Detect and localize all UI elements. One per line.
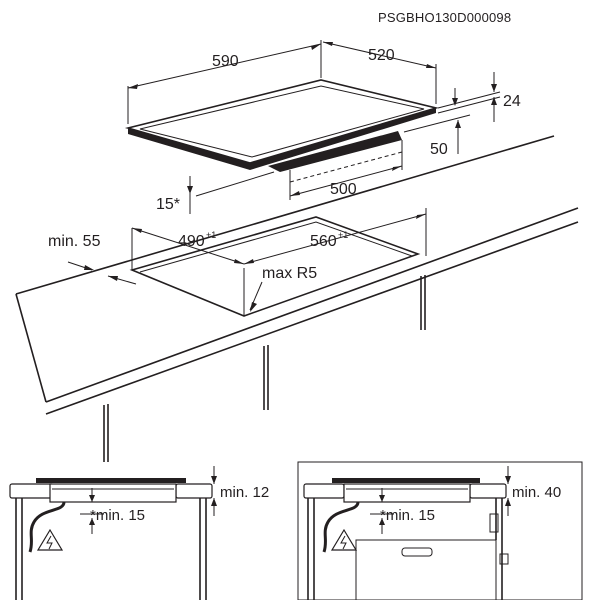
worktop-back-edge xyxy=(15,135,555,295)
right-top-gap-label: min. 40 xyxy=(512,484,561,501)
dim-right-bottom: *min. 15 xyxy=(370,488,435,534)
dim-left-bottom: *min. 15 xyxy=(80,488,145,534)
document-code: PSGBHO130D000098 xyxy=(378,10,511,25)
dim-left-top: min. 12 xyxy=(211,466,269,516)
hob-box-shadow xyxy=(268,131,402,172)
dim-min-55: min. 55 xyxy=(48,228,137,285)
dim-hob-depth: 520 xyxy=(322,41,437,104)
hob-box-left xyxy=(49,483,177,503)
power-cable-left xyxy=(28,501,66,553)
cutout-depth-tolerance: +1 xyxy=(206,230,216,240)
hob-glass-right xyxy=(332,478,480,483)
cutout-outline xyxy=(129,216,421,317)
box-height-label: 50 xyxy=(430,141,448,158)
oven-body xyxy=(355,539,497,600)
detail-right-frame xyxy=(297,461,583,600)
side-bracket xyxy=(489,513,499,533)
oven-handle xyxy=(401,547,433,557)
hob-width-label: 590 xyxy=(212,53,239,70)
electric-hazard-icon xyxy=(36,528,64,551)
power-cable-right xyxy=(322,501,360,553)
dim-right-top: min. 40 xyxy=(505,466,561,516)
cutout-inner xyxy=(139,221,413,273)
box-dashed xyxy=(289,151,403,183)
hob-height-label: 24 xyxy=(503,93,521,110)
right-bottom-gap-label: *min. 15 xyxy=(380,507,435,524)
worktop-front-top xyxy=(45,207,579,403)
dim-cutout-depth: 490 +1 xyxy=(131,227,245,265)
worktop-left-block xyxy=(9,483,55,499)
worktop-right-block xyxy=(175,483,213,499)
box-width-label: 500 xyxy=(330,181,357,198)
min-edge-label: 15* xyxy=(156,196,180,213)
min-front-gap-label: min. 55 xyxy=(48,233,101,250)
dim-radius: max R5 xyxy=(249,265,317,312)
dim-min-15: 15* xyxy=(156,176,193,214)
hob-top-surface xyxy=(124,79,440,164)
dim-hob-width: 590 xyxy=(127,40,322,124)
electric-hazard-icon xyxy=(330,528,358,551)
left-bottom-gap-label: *min. 15 xyxy=(90,507,145,524)
worktop-drawing xyxy=(15,135,579,462)
hob-inner-frame xyxy=(139,85,425,158)
corner-radius-label: max R5 xyxy=(262,265,317,282)
worktop-front-bottom xyxy=(45,221,579,415)
cutout-width-label: 560 xyxy=(310,233,337,250)
side-bracket-2 xyxy=(499,553,509,565)
dim-box-width: 500 xyxy=(289,165,403,198)
detail-left xyxy=(9,478,213,600)
dim-box-height: 50 xyxy=(403,114,471,158)
left-top-gap-label: min. 12 xyxy=(220,484,269,501)
worktop-left-block-r xyxy=(303,483,345,499)
dim-cutout-width: 560 +1 xyxy=(243,208,427,265)
worktop-right-block-r xyxy=(469,483,507,499)
hob-bottom-ref xyxy=(195,171,275,197)
hob-box-right xyxy=(343,483,471,503)
cutout-width-tolerance: +1 xyxy=(338,230,348,240)
cutout-depth-label: 490 xyxy=(178,233,205,250)
dim-hob-height: 24 xyxy=(437,72,521,122)
detail-right xyxy=(297,461,583,600)
hob-edge xyxy=(128,108,436,170)
hob-glass-left xyxy=(36,478,186,483)
hob-depth-label: 520 xyxy=(368,47,395,64)
hob-drawing xyxy=(124,79,440,200)
